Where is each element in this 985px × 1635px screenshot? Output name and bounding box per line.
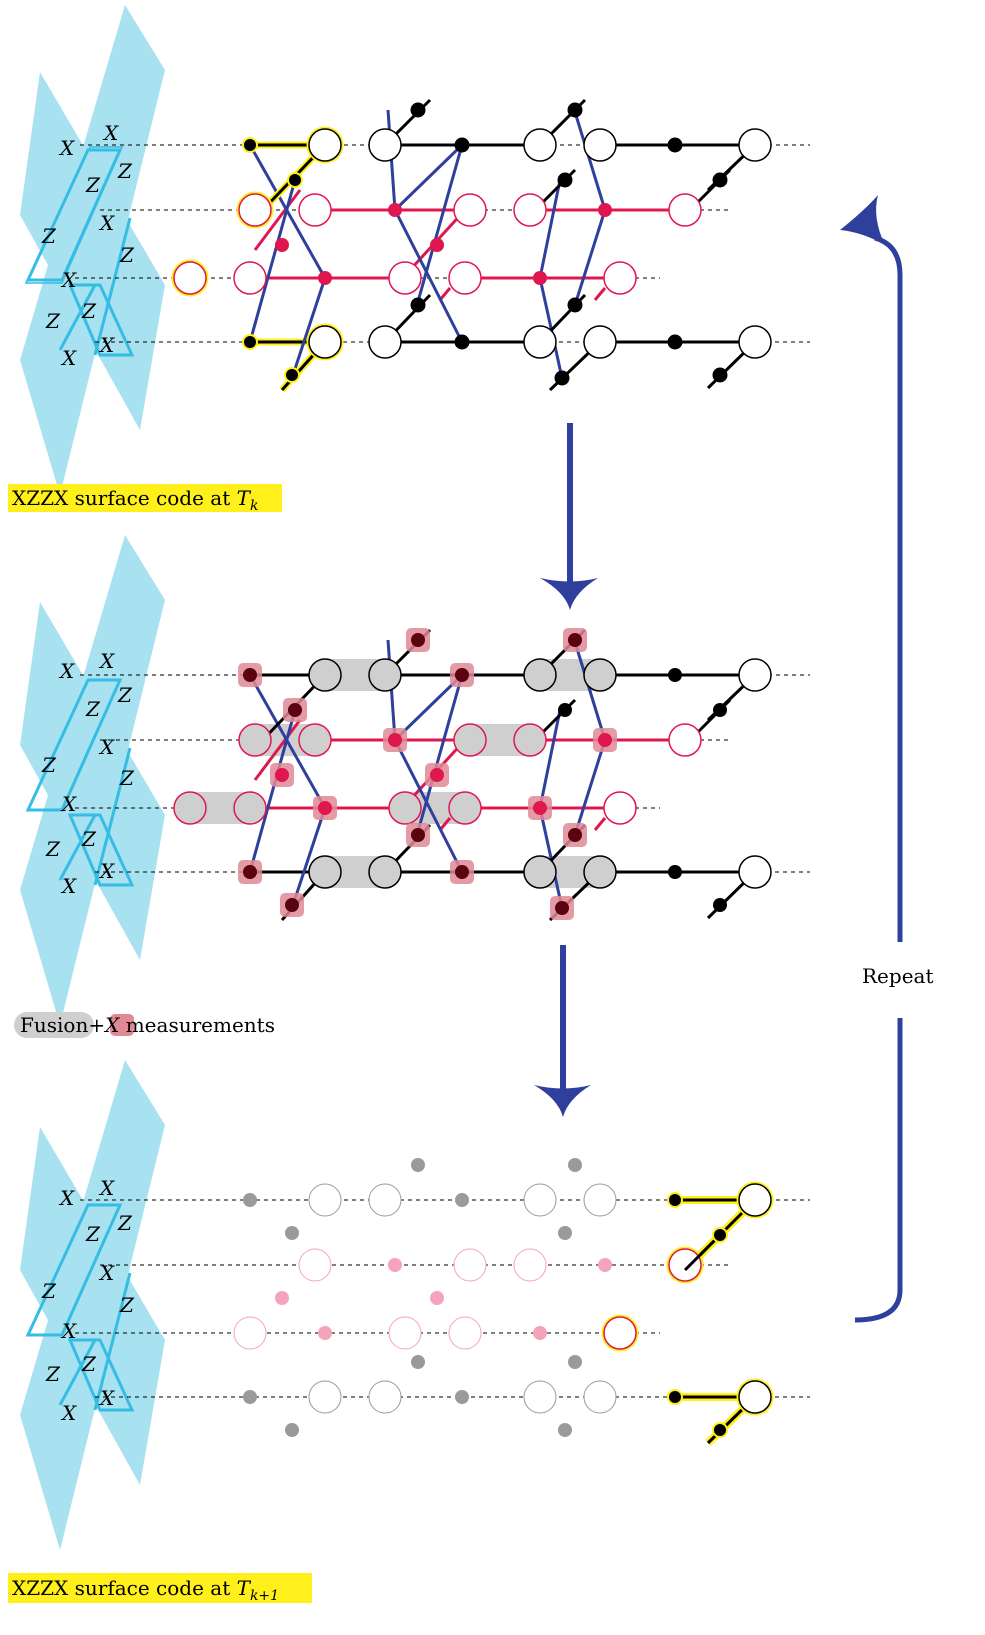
label-x: X bbox=[98, 859, 115, 883]
x-measurements bbox=[238, 628, 617, 920]
label-z: Z bbox=[119, 1293, 135, 1317]
stabilizer-labels: X X Z Z X Z Z X Z Z X X bbox=[41, 121, 135, 370]
label-x: X bbox=[60, 346, 77, 370]
panel-1: X X Z Z X Z Z X Z Z X X bbox=[8, 5, 810, 514]
label-z: Z bbox=[85, 173, 101, 197]
repeat-label: Repeat bbox=[862, 964, 934, 988]
repeat-arrow bbox=[854, 235, 903, 1323]
label-z: Z bbox=[85, 697, 101, 721]
caption-fusion: Fusion+X measurements bbox=[20, 1013, 275, 1037]
label-z: Z bbox=[45, 309, 61, 333]
label-x: X bbox=[60, 792, 77, 816]
label-x: X bbox=[98, 1386, 115, 1410]
surface-code-sheets bbox=[20, 535, 165, 1025]
stabilizer-labels: X X Z Z X Z Z X Z Z X X bbox=[41, 649, 135, 898]
label-x: X bbox=[98, 1261, 115, 1285]
caption-highlight bbox=[8, 1573, 312, 1603]
label-z: Z bbox=[41, 753, 57, 777]
down-arrow bbox=[534, 945, 591, 1117]
caption-tk: XZZX surface code at Tk bbox=[12, 486, 258, 514]
surface-code-sheets bbox=[20, 1060, 165, 1550]
label-x: X bbox=[60, 1401, 77, 1425]
label-x: X bbox=[60, 1319, 77, 1343]
label-x: X bbox=[58, 136, 75, 160]
faded-qubits bbox=[233, 1183, 617, 1414]
next-round-qubits bbox=[601, 1181, 774, 1446]
label-x: X bbox=[98, 333, 115, 357]
label-z: Z bbox=[119, 243, 135, 267]
stabilizer-labels: X X Z Z X Z Z X Z Z X X bbox=[41, 1176, 135, 1425]
repeat-arrowhead bbox=[840, 195, 885, 245]
label-z: Z bbox=[41, 1279, 57, 1303]
label-x: X bbox=[60, 268, 77, 292]
label-z: Z bbox=[81, 1352, 97, 1376]
label-z: Z bbox=[85, 1222, 101, 1246]
label-x: X bbox=[98, 211, 115, 235]
surface-code-sheets bbox=[20, 5, 165, 495]
panel-2: X X Z Z X Z Z X Z Z X X bbox=[14, 535, 810, 1038]
panel-3: X X Z Z X Z Z X Z Z X X bbox=[8, 1060, 810, 1604]
qubits bbox=[171, 126, 772, 361]
label-x: X bbox=[102, 121, 119, 145]
label-z: Z bbox=[41, 224, 57, 248]
label-z: Z bbox=[119, 766, 135, 790]
label-z: Z bbox=[45, 837, 61, 861]
label-z: Z bbox=[117, 159, 133, 183]
caption-highlight bbox=[8, 484, 282, 512]
label-z: Z bbox=[81, 827, 97, 851]
label-z: Z bbox=[117, 1211, 133, 1235]
caption-tk1: XZZX surface code at Tk+1 bbox=[12, 1576, 279, 1604]
label-x: X bbox=[98, 649, 115, 673]
label-z: Z bbox=[81, 299, 97, 323]
label-x: X bbox=[58, 1186, 75, 1210]
label-x: X bbox=[58, 659, 75, 683]
label-x: X bbox=[98, 1176, 115, 1200]
label-x: X bbox=[60, 874, 77, 898]
label-z: Z bbox=[117, 683, 133, 707]
label-x: X bbox=[98, 735, 115, 759]
label-z: Z bbox=[45, 1362, 61, 1386]
down-arrow bbox=[540, 423, 598, 610]
